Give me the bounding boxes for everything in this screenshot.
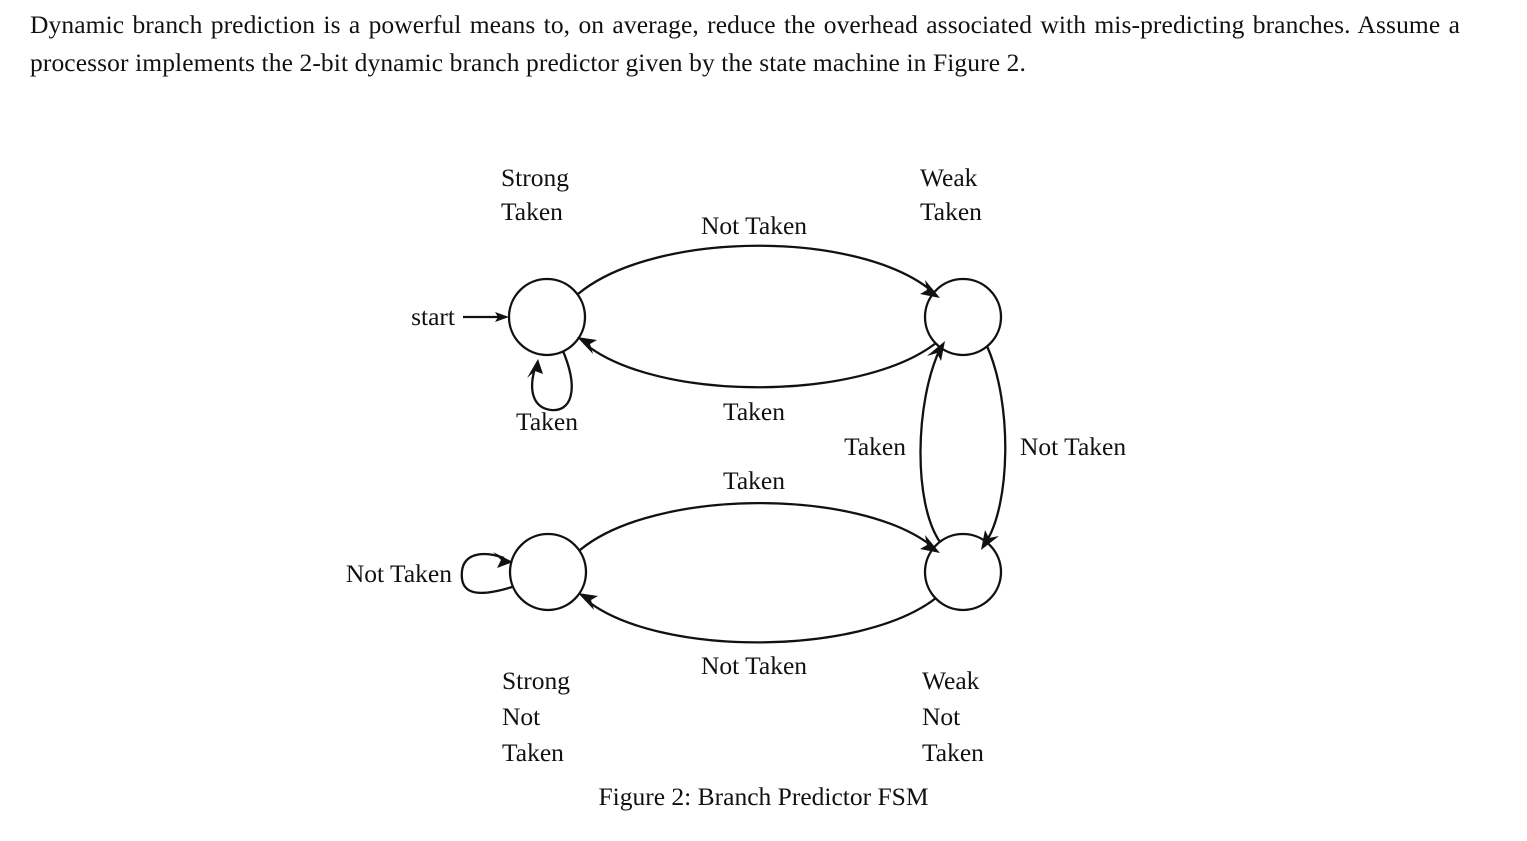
transition-strong-not-taken-to-weak-not-taken[interactable] bbox=[579, 501, 940, 553]
start-label: start bbox=[411, 302, 455, 331]
state-node-weak-taken[interactable] bbox=[923, 277, 1003, 357]
transition-label-taken-upper-middle: Taken bbox=[723, 397, 785, 426]
state-label-strong-taken-line-2: Taken bbox=[501, 197, 563, 226]
problem-statement-paragraph: Dynamic branch prediction is a powerful … bbox=[30, 10, 1460, 77]
state-label-weak-taken-line-2: Taken bbox=[920, 197, 982, 226]
transition-weak-not-taken-to-strong-not-taken[interactable] bbox=[578, 593, 937, 644]
transition-strong-not-taken-self-loop[interactable] bbox=[460, 552, 513, 595]
transition-label-taken-lower-middle: Taken bbox=[723, 466, 785, 495]
state-label-weak-not-taken-line-1: Weak bbox=[922, 666, 980, 695]
transition-label-not-taken-self-loop-bottom-left: Not Taken bbox=[346, 559, 452, 588]
state-node-strong-taken[interactable] bbox=[507, 277, 587, 357]
transition-label-not-taken-bottom: Not Taken bbox=[701, 651, 807, 680]
state-label-weak-taken-line-1: Weak bbox=[920, 163, 978, 192]
transition-strong-taken-self-loop[interactable] bbox=[527, 350, 573, 412]
state-label-weak-taken: Weak Taken bbox=[920, 163, 982, 226]
state-node-strong-not-taken[interactable] bbox=[508, 532, 588, 612]
state-label-weak-not-taken-line-3: Taken bbox=[922, 738, 984, 767]
state-label-strong-taken-line-1: Strong bbox=[501, 163, 569, 192]
figure-2-branch-predictor-fsm: start Not Taken Taken Taken bbox=[0, 130, 1527, 830]
start-arrow bbox=[463, 312, 509, 322]
transition-weak-taken-to-weak-not-taken[interactable] bbox=[981, 345, 1007, 550]
state-label-weak-not-taken: Weak Not Taken bbox=[922, 666, 984, 767]
fsm-diagram-svg: start Not Taken Taken Taken bbox=[346, 163, 1126, 767]
figure-caption: Figure 2: Branch Predictor FSM bbox=[598, 782, 929, 811]
state-label-strong-not-taken-line-3: Taken bbox=[502, 738, 564, 767]
state-label-strong-not-taken-line-2: Not bbox=[502, 702, 540, 731]
transition-label-taken-self-loop-top-left: Taken bbox=[516, 407, 578, 436]
transition-label-not-taken-right-vertical: Not Taken bbox=[1020, 432, 1126, 461]
state-node-weak-not-taken[interactable] bbox=[923, 532, 1003, 612]
state-label-strong-not-taken-line-1: Strong bbox=[502, 666, 570, 695]
state-label-weak-not-taken-line-2: Not bbox=[922, 702, 960, 731]
transition-label-not-taken-top: Not Taken bbox=[701, 211, 807, 240]
transition-weak-taken-to-strong-taken[interactable] bbox=[577, 337, 937, 389]
transition-strong-taken-to-weak-taken[interactable] bbox=[577, 244, 940, 298]
state-label-strong-not-taken: Strong Not Taken bbox=[502, 666, 570, 767]
state-label-strong-taken: Strong Taken bbox=[501, 163, 569, 226]
transition-label-taken-left-vertical: Taken bbox=[844, 432, 906, 461]
transition-weak-not-taken-to-weak-taken[interactable] bbox=[919, 341, 945, 543]
